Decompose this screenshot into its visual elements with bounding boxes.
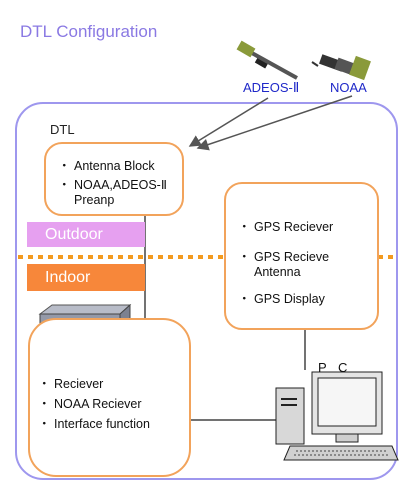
- list-item: ・NOAA,ADEOS-Ⅱ Preanp: [58, 178, 167, 207]
- bullet-icon: ・: [38, 397, 51, 411]
- list-item: ・GPS Recieve Antenna: [238, 250, 330, 279]
- dtl-container: [15, 102, 398, 480]
- dtl-label: DTL: [50, 122, 75, 137]
- diagram-title: DTL Configuration: [20, 22, 158, 41]
- arrow-noaa-to-antenna: [196, 95, 353, 151]
- satellite-icon: [311, 54, 371, 81]
- bullet-icon: ・: [38, 377, 51, 391]
- arrow-adeos-to-antenna: [188, 97, 269, 147]
- indoor-zone-label: Indoor: [27, 264, 145, 291]
- list-item: ・Interface function: [38, 417, 150, 431]
- antenna-block: ・Antenna Block ・NOAA,ADEOS-Ⅱ Preanp: [44, 142, 184, 216]
- bullet-icon: ・: [58, 178, 71, 192]
- list-item: ・Antenna Block: [58, 159, 155, 173]
- list-item: ・GPS Display: [238, 292, 325, 306]
- gps-block: ・GPS Reciever ・GPS Recieve Antenna ・GPS …: [224, 182, 379, 330]
- satellite-label-adeos: ADEOS-Ⅱ: [243, 80, 300, 95]
- pc-label: P C: [318, 360, 352, 375]
- satellite-label-noaa: NOAA: [330, 80, 367, 95]
- bullet-icon: ・: [58, 159, 71, 173]
- list-item: ・GPS Reciever: [238, 220, 334, 234]
- bullet-icon: ・: [238, 250, 251, 264]
- bullet-icon: ・: [238, 220, 251, 234]
- bullet-icon: ・: [38, 417, 51, 431]
- satellite-icon: [236, 40, 298, 80]
- list-item: ・Reciever: [38, 377, 104, 391]
- receiver-block: ・Reciever ・NOAA Reciever ・Interface func…: [28, 318, 191, 477]
- bullet-icon: ・: [238, 292, 251, 306]
- outdoor-zone-label: Outdoor: [27, 222, 145, 247]
- pc-icon: [275, 371, 399, 461]
- list-item: ・NOAA Reciever: [38, 397, 142, 411]
